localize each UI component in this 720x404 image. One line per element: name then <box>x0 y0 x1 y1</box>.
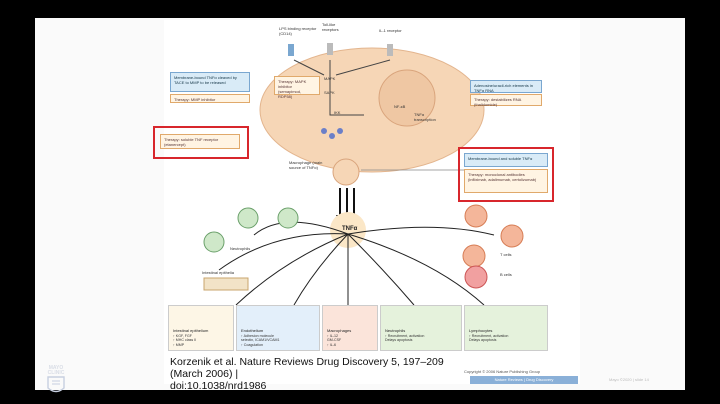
slide: LPS binding receptor (CD14) Toll-like re… <box>35 18 685 393</box>
panel-text: ↑ IL-12 GM-CSF ↑ IL-6 <box>327 334 342 347</box>
therapy-antibodies-box: Therapy: monoclonal antibodies (inflixim… <box>464 169 548 193</box>
panel-endothelium: Endothelium ↑ Adhesion molecule selectin… <box>236 305 320 351</box>
toll-receptor-icon <box>327 43 333 55</box>
panel-text: ↑ Adhesion molecule selectin, ICAM1/VCAM… <box>241 334 280 347</box>
macrophage-label: Macrophage (main source of TNFα) <box>289 160 323 170</box>
t-cell <box>462 244 486 268</box>
nfkb-label: NF-κB <box>394 104 406 109</box>
b-cells-label: B cells <box>500 272 512 277</box>
panel-title: Intestinal epithelium <box>173 328 209 333</box>
il1-receptor-icon <box>387 44 393 56</box>
tnf-molecule-icon <box>337 128 343 134</box>
panel-macrophages: Macrophages ↑ IL-12 GM-CSF ↑ IL-6 <box>322 305 378 351</box>
il1-receptor-label: IL-1 receptor <box>379 28 402 33</box>
figure: LPS binding receptor (CD14) Toll-like re… <box>153 20 580 392</box>
ikk-label: IKK <box>334 110 341 115</box>
citation-line-1: Korzenik et al. Nature Reviews Drug Disc… <box>170 356 444 380</box>
tnf-molecule-icon <box>329 133 335 139</box>
highlight-soluble-receptor <box>153 126 249 159</box>
slide-number: Mayo ©2020 | slide 14 <box>609 377 649 382</box>
lps-receptor-icon <box>288 44 294 56</box>
tnfa-glow <box>330 212 366 248</box>
neutrophil-cell <box>277 207 299 229</box>
neutrophil-cell <box>237 207 259 229</box>
logo-shield-icon <box>47 376 65 393</box>
membrane-soluble-box: Membrane-bound and soluble TNFα <box>464 153 548 167</box>
tnfa-center-label: TNFα <box>342 226 358 232</box>
adenosine-box: Adenosine/uracil-rich elements in TNFα R… <box>470 80 542 93</box>
therapy-mapk-box: Therapy: MAPK inhibitor (semapimod, RDP5… <box>274 76 320 99</box>
effect-arrow <box>235 233 349 306</box>
panel-text: ↑ Recruitment, activation Delays apoptos… <box>469 334 509 343</box>
nucleus <box>378 69 436 127</box>
panel-title: Neutrophils <box>385 328 406 333</box>
panel-neutrophils: Neutrophils ↑ Recruitment, activation De… <box>380 305 462 351</box>
neutrophil-cell <box>203 231 225 253</box>
b-cell <box>464 265 488 289</box>
panel-text: ↑ Recruitment, activation Delays apoptos… <box>385 334 425 343</box>
macrophage-cell <box>259 47 485 173</box>
effect-arrow <box>293 233 349 306</box>
panel-title: Lymphocytes <box>469 328 493 333</box>
citation: Korzenik et al. Nature Reviews Drug Disc… <box>170 356 470 392</box>
mayo-clinic-logo: MAYO CLINIC <box>41 366 71 396</box>
logo-text: MAYO CLINIC <box>47 365 65 376</box>
mapk-label: MAPK <box>324 76 336 81</box>
epithelia-cells <box>203 277 249 291</box>
effect-arrow <box>347 233 415 306</box>
panel-title: Endothelium <box>241 328 264 333</box>
therapy-mmp-box: Therapy: MMP inhibitor <box>170 94 250 103</box>
tnf-molecule-icon <box>321 128 327 134</box>
therapy-soluble-box: Therapy: soluble TNF receptor (etanercep… <box>160 134 240 149</box>
panel-lymphocytes: Lymphocytes ↑ Recruitment, activation De… <box>464 305 548 351</box>
pathway-arrow <box>293 59 325 76</box>
effect-arrow <box>347 233 485 306</box>
toll-receptor-label: Toll-like receptors <box>322 22 339 32</box>
t-cell <box>464 204 488 228</box>
panel-title: Macrophages <box>327 328 352 333</box>
transcription-label: TNFα transcription <box>414 112 436 122</box>
epithelia-label: Intestinal epithelia <box>202 270 235 275</box>
citation-line-2: doi:10.1038/nrd1986 <box>170 380 267 392</box>
effect-arrow <box>347 226 495 236</box>
copyright-text: Copyright © 2006 Nature Publishing Group <box>464 369 541 374</box>
small-macrophage <box>332 158 360 186</box>
t-cells-label: T cells <box>500 252 512 257</box>
neutrophils-label: Neutrophils <box>230 246 251 251</box>
sapk-label: SAPK <box>324 90 335 95</box>
pathway-arrow <box>329 60 364 116</box>
pathway-arrow <box>335 59 391 76</box>
lps-receptor-label: LPS binding receptor (CD14) <box>279 26 317 36</box>
membrane-bound-box: Membrane-bound TNFα cleaved by TACE to M… <box>170 72 250 92</box>
journal-footer: Nature Reviews | Drug Discovery <box>470 376 578 384</box>
t-cell <box>500 224 524 248</box>
panel-text: ↑ KGF, FGF ↑ MHC class II ↑ MMP <box>173 334 197 347</box>
therapy-rna-box: Therapy: destabilizes RNA (thalidomide) <box>470 94 542 107</box>
highlight-antibodies <box>458 147 554 202</box>
panel-epithelium: Intestinal epithelium ↑ KGF, FGF ↑ MHC c… <box>168 305 234 351</box>
effect-arrow <box>218 233 349 271</box>
